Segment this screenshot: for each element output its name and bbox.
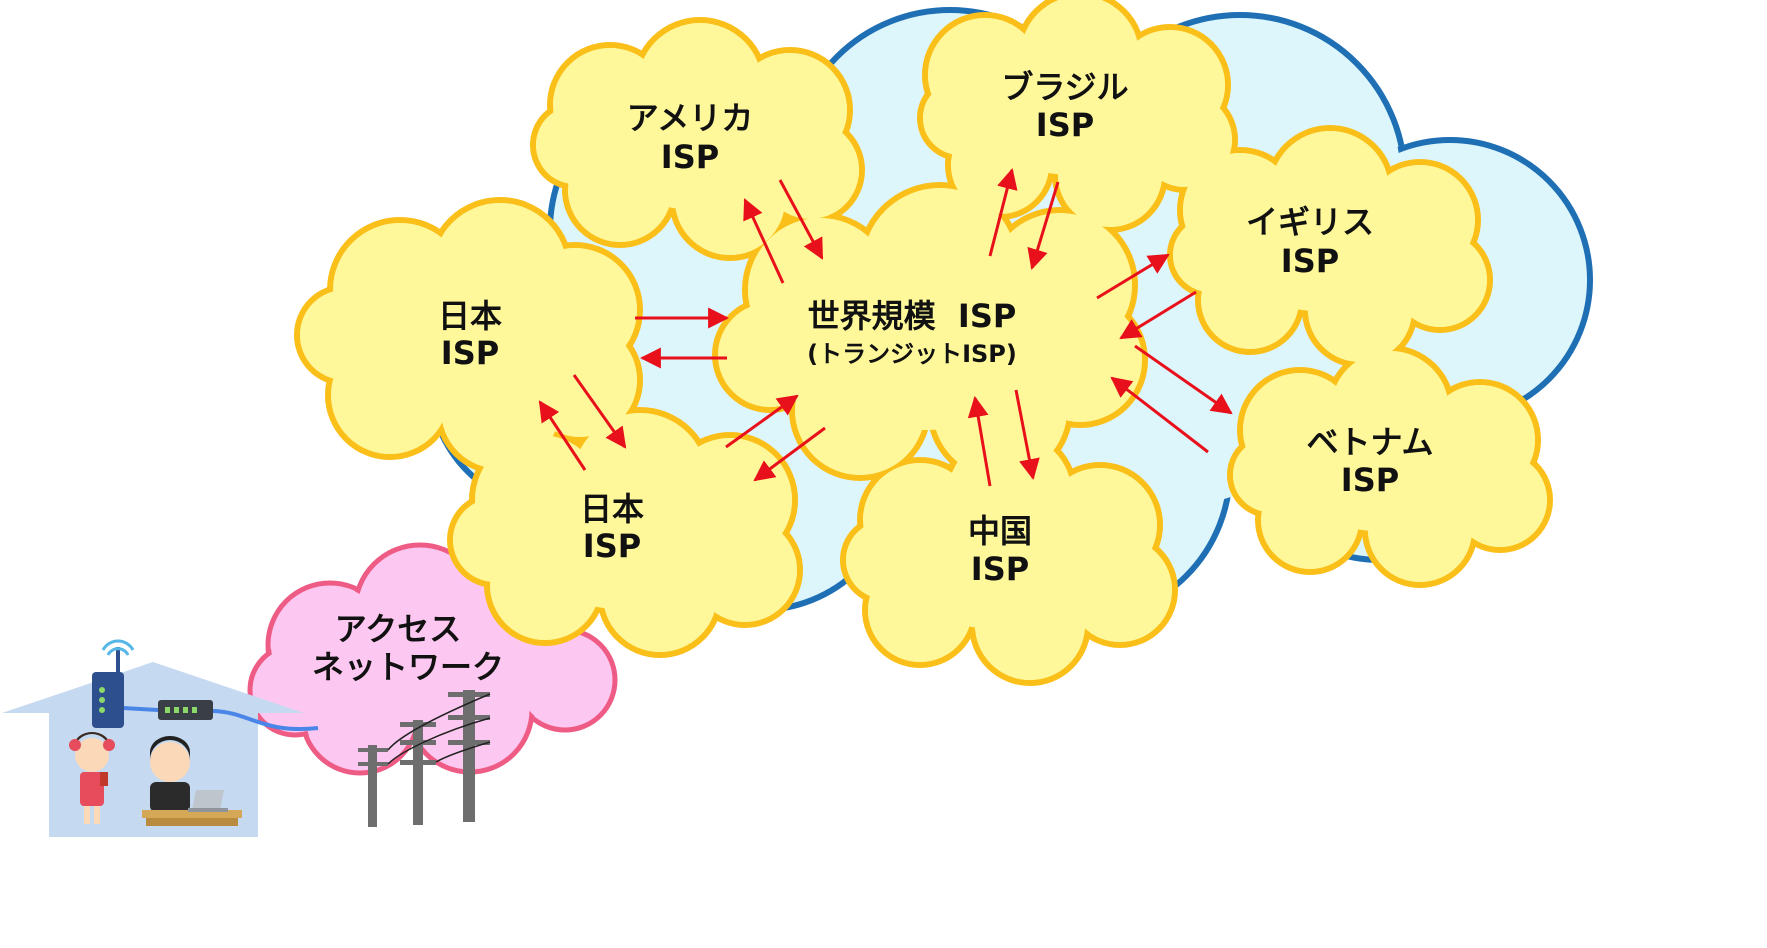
arrow-brazil-to-transit [1027,181,1060,271]
label-access-network: アクセス ネットワーク [312,610,504,686]
arrow-transit-to-japan-b [753,426,826,482]
boy-with-laptop-icon [142,736,242,826]
transit-isp-subtitle: (トランジットISP) [807,340,1017,368]
modem-icon [158,700,213,720]
uk-isp-isp: ISP [1281,242,1339,280]
isp-clouds-fill [300,0,1547,680]
transit-isp-name: 世界規模 ISP [808,297,1017,335]
lan-cable [122,706,159,712]
connection-arrows [538,167,1233,487]
arrow-transit-to-usa [743,198,785,284]
brazil-isp-name: ブラジル [1001,68,1128,106]
vietnam-isp-name: ベトナム [1306,423,1433,461]
label-usa-isp: アメリカ ISP [627,99,753,176]
label-brazil-isp: ブラジル ISP [1001,68,1128,144]
usa-isp-isp: ISP [661,138,719,176]
arrow-transit-to-brazil [988,167,1018,257]
label-japan-isp-a: 日本 ISP [438,297,502,372]
girl-with-phone-icon [69,732,115,824]
access-network-label-line1: アクセス [335,610,461,648]
vietnam-isp-isp: ISP [1341,461,1399,499]
arrow-transit-to-vietnam [1134,344,1233,415]
arrow-japan-b-to-transit [725,394,799,449]
access-cable [212,709,319,731]
china-isp-isp: ISP [971,550,1029,588]
usa-isp-name: アメリカ [627,99,753,137]
brazil-isp-isp: ISP [1036,106,1094,144]
label-china-isp: 中国 ISP [968,512,1032,588]
label-uk-isp: イギリス ISP [1246,203,1374,280]
arrow-japan-b-to-japan-a [538,400,587,471]
label-transit-isp: 世界規模 ISP (トランジットISP) [807,297,1017,368]
label-japan-isp-b: 日本 ISP [580,490,644,565]
arrow-transit-to-uk [1096,253,1170,300]
japan-isp-a-name: 日本 [438,297,502,335]
wifi-router-icon [92,639,135,728]
arrow-usa-to-transit [778,179,824,260]
japan-isp-b-name: 日本 [580,490,644,528]
arrow-china-to-transit [967,395,992,487]
arrow-vietnam-to-transit [1110,376,1209,454]
uk-isp-name: イギリス [1246,203,1374,241]
house-roof [2,662,304,713]
label-vietnam-isp: ベトナム ISP [1306,423,1433,499]
arrow-uk-to-transit [1119,290,1197,340]
japan-isp-a-isp: ISP [441,334,499,372]
arrow-japan-a-to-japan-b [572,374,627,449]
arrow-transit-to-china [1014,389,1040,481]
access-network-label-line2: ネットワーク [312,648,504,686]
china-isp-name: 中国 [968,512,1032,550]
japan-isp-b-isp: ISP [583,527,641,565]
utility-pole-icon [358,690,491,827]
